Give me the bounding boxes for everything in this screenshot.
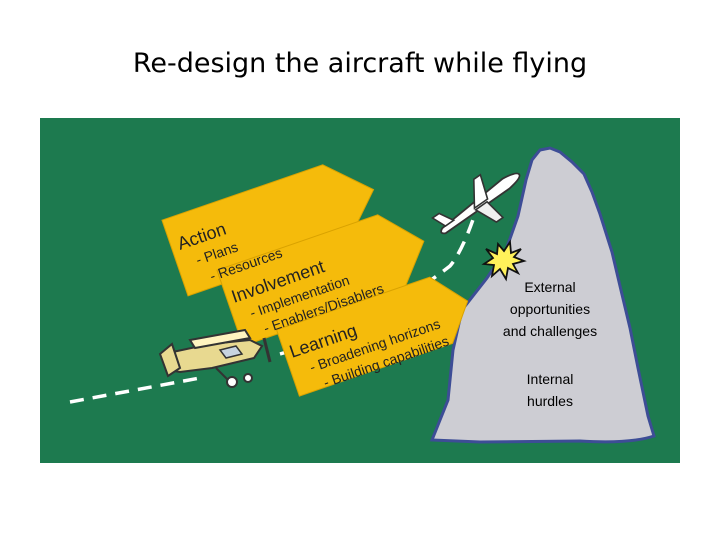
external-label-line3: and challenges: [502, 323, 598, 339]
diagram-scene: Action - Plans - Resources Involvement -…: [40, 118, 680, 463]
small-propeller-plane-icon: [158, 328, 272, 388]
external-label-line2: opportunities: [509, 301, 591, 317]
jet-plane-icon: [431, 172, 521, 235]
external-label-line1: External: [524, 279, 576, 295]
learning-arrow: [275, 276, 469, 397]
action-arrow: [161, 164, 375, 297]
internal-label-line1: Internal: [526, 371, 574, 387]
external-label: External opportunities and challenges: [480, 276, 620, 342]
explosion-starburst-icon: [481, 239, 527, 282]
internal-label-line2: hurdles: [527, 393, 573, 409]
mountain-shape: [429, 146, 656, 444]
slide-title: Re-design the aircraft while flying: [132, 48, 588, 79]
internal-label: Internal hurdles: [500, 368, 600, 412]
diagram-svg: Action - Plans - Resources Involvement -…: [40, 118, 680, 463]
